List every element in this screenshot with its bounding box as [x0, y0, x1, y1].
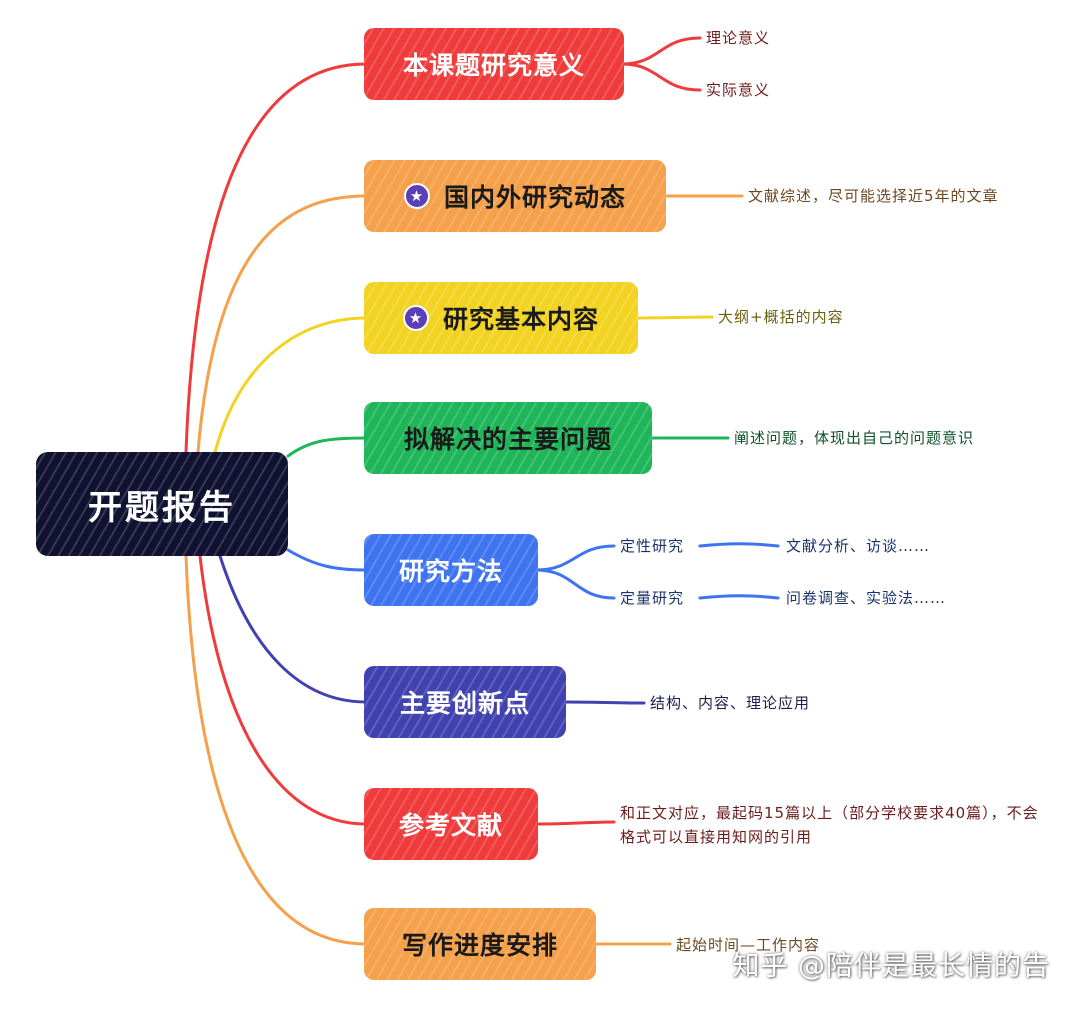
leaf-qualitative-detail: 文献分析、访谈…… — [786, 537, 931, 555]
leaf-problem-statement: 阐述问题，体现出自己的问题意识 — [734, 429, 975, 447]
connector-significance-practice — [620, 62, 702, 92]
connector-quant-detail — [698, 594, 780, 600]
leaf-theoretical-significance: 理论意义 — [706, 29, 771, 47]
branch-label: 研究方法 — [398, 557, 503, 586]
branch-label: 国内外研究动态 — [443, 183, 626, 212]
connector-root-references — [198, 554, 368, 826]
branch-node-significance[interactable]: 本课题研究意义 — [364, 28, 624, 100]
watermark: 知乎 @陪伴是最长情的告 — [732, 951, 1050, 982]
connector-root-problems — [286, 436, 368, 458]
star-icon: ★ — [403, 183, 430, 209]
leaf-literature-review: 文献综述，尽可能选择近5年的文章 — [748, 187, 999, 205]
connector-root-literature — [196, 194, 368, 454]
leaf-practical-significance: 实际意义 — [706, 81, 771, 99]
branch-node-literature-review[interactable]: ★ 国内外研究动态 — [364, 160, 666, 232]
branch-label: 主要创新点 — [399, 689, 530, 718]
connector-root-innovation — [218, 554, 368, 704]
connector-root-significance — [184, 62, 368, 454]
branch-node-research-content[interactable]: ★ 研究基本内容 — [364, 282, 638, 354]
connector-root-methods — [286, 548, 368, 572]
root-node[interactable]: 开题报告 — [36, 452, 288, 556]
branch-node-innovation[interactable]: 主要创新点 — [364, 666, 566, 738]
branch-label: 拟解决的主要问题 — [403, 425, 612, 454]
connector-qual-detail — [698, 542, 780, 548]
branch-node-key-problems[interactable]: 拟解决的主要问题 — [364, 402, 652, 474]
branch-label: 本课题研究意义 — [402, 51, 585, 80]
connector-methods-quant — [534, 568, 616, 600]
connector-innovation-leaf — [562, 700, 646, 705]
branch-node-references[interactable]: 参考文献 — [364, 788, 538, 860]
branch-node-methods[interactable]: 研究方法 — [364, 534, 538, 606]
connector-methods-qual — [534, 544, 616, 572]
star-icon: ★ — [402, 305, 429, 331]
root-label: 开题报告 — [88, 487, 236, 528]
connector-root-content — [213, 316, 368, 454]
leaf-qualitative: 定性研究 — [620, 537, 685, 555]
leaf-quantitative-detail: 问卷调查、实验法…… — [786, 589, 947, 607]
connector-content-leaf — [634, 315, 714, 320]
leaf-schedule-detail: 起始时间—工作内容 — [676, 936, 821, 954]
leaf-outline: 大纲+概括的内容 — [718, 308, 844, 326]
branch-label: 参考文献 — [398, 811, 503, 840]
leaf-innovation-detail: 结构、内容、理论应用 — [650, 694, 811, 712]
leaf-quantitative: 定量研究 — [620, 589, 685, 607]
connector-significance-theory — [620, 36, 702, 66]
connector-root-schedule — [184, 554, 368, 946]
branch-node-schedule[interactable]: 写作进度安排 — [364, 908, 596, 980]
connector-references-leaf — [534, 820, 616, 826]
branch-label: 研究基本内容 — [442, 305, 599, 334]
leaf-references-detail: 和正文对应，最起码15篇以上（部分学校要求40篇），不会格式可以直接用知网的引用 — [620, 804, 1039, 846]
branch-label: 写作进度安排 — [401, 931, 558, 960]
